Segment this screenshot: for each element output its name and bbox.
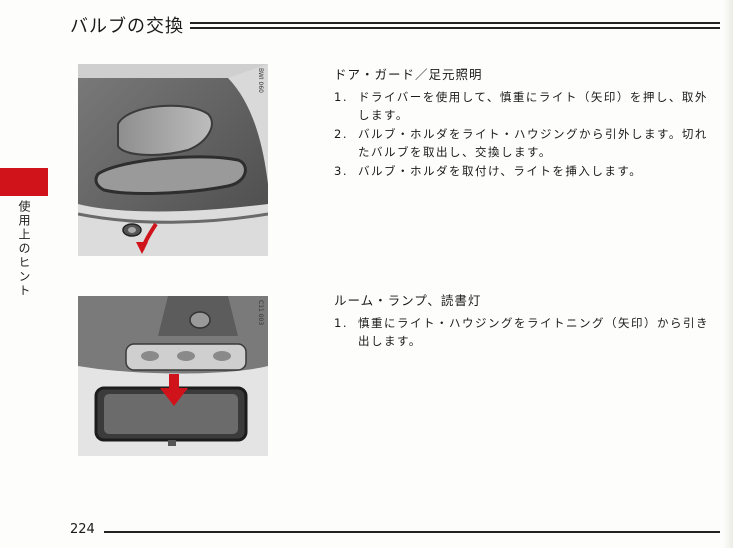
door-light-drawing — [78, 64, 268, 256]
door-light-illustration: BWI 060 — [78, 64, 268, 256]
step-text: ドライバーを使用して、慎重にライト（矢印）を押し、取外します。 — [358, 90, 708, 122]
step-text: 慎重にライト・ハウジングをライトニング（矢印）から引き出します。 — [358, 316, 709, 348]
figure-code: C11 003 — [257, 300, 264, 326]
step-number: 3. — [334, 164, 348, 178]
room-lamp-section: ルーム・ランプ、読書灯 1. 慎重にライト・ハウジングをライトニング（矢印）から… — [334, 290, 719, 351]
step-number: 1. — [334, 90, 348, 104]
chapter-tab-label: 使用上のヒント — [17, 200, 31, 298]
figure-code: BWI 060 — [257, 68, 264, 93]
step-text: バルブ・ホルダをライト・ハウジングから引外します。切れたバルブを取出し、交換しま… — [358, 127, 708, 159]
instruction-step: 3. バルブ・ホルダを取付け、ライトを挿入します。 — [334, 162, 719, 180]
footer-rule — [104, 531, 720, 533]
chapter-tab-marker — [0, 168, 48, 196]
section-heading: ルーム・ランプ、読書灯 — [334, 293, 482, 308]
page-edge — [723, 0, 733, 548]
page-footer: 224 — [70, 522, 720, 542]
room-lamp-illustration: C11 003 — [78, 296, 268, 456]
instruction-step: 1. 慎重にライト・ハウジングをライトニング（矢印）から引き出します。 — [334, 314, 719, 350]
step-number: 2. — [334, 127, 348, 141]
door-light-section: ドア・ガード／足元照明 1. ドライバーを使用して、慎重にライト（矢印）を押し、… — [334, 64, 719, 181]
step-text: バルブ・ホルダを取付け、ライトを挿入します。 — [358, 164, 643, 178]
page-header: バルブの交換 — [70, 10, 720, 40]
header-rule — [190, 22, 720, 29]
page-title: バルブの交換 — [70, 16, 184, 37]
instruction-step: 1. ドライバーを使用して、慎重にライト（矢印）を押し、取外します。 — [334, 88, 719, 124]
instruction-step: 2. バルブ・ホルダをライト・ハウジングから引外します。切れたバルブを取出し、交… — [334, 125, 719, 161]
page-number: 224 — [70, 522, 95, 537]
room-lamp-drawing — [78, 296, 268, 456]
step-number: 1. — [334, 316, 348, 330]
section-heading: ドア・ガード／足元照明 — [334, 67, 483, 82]
